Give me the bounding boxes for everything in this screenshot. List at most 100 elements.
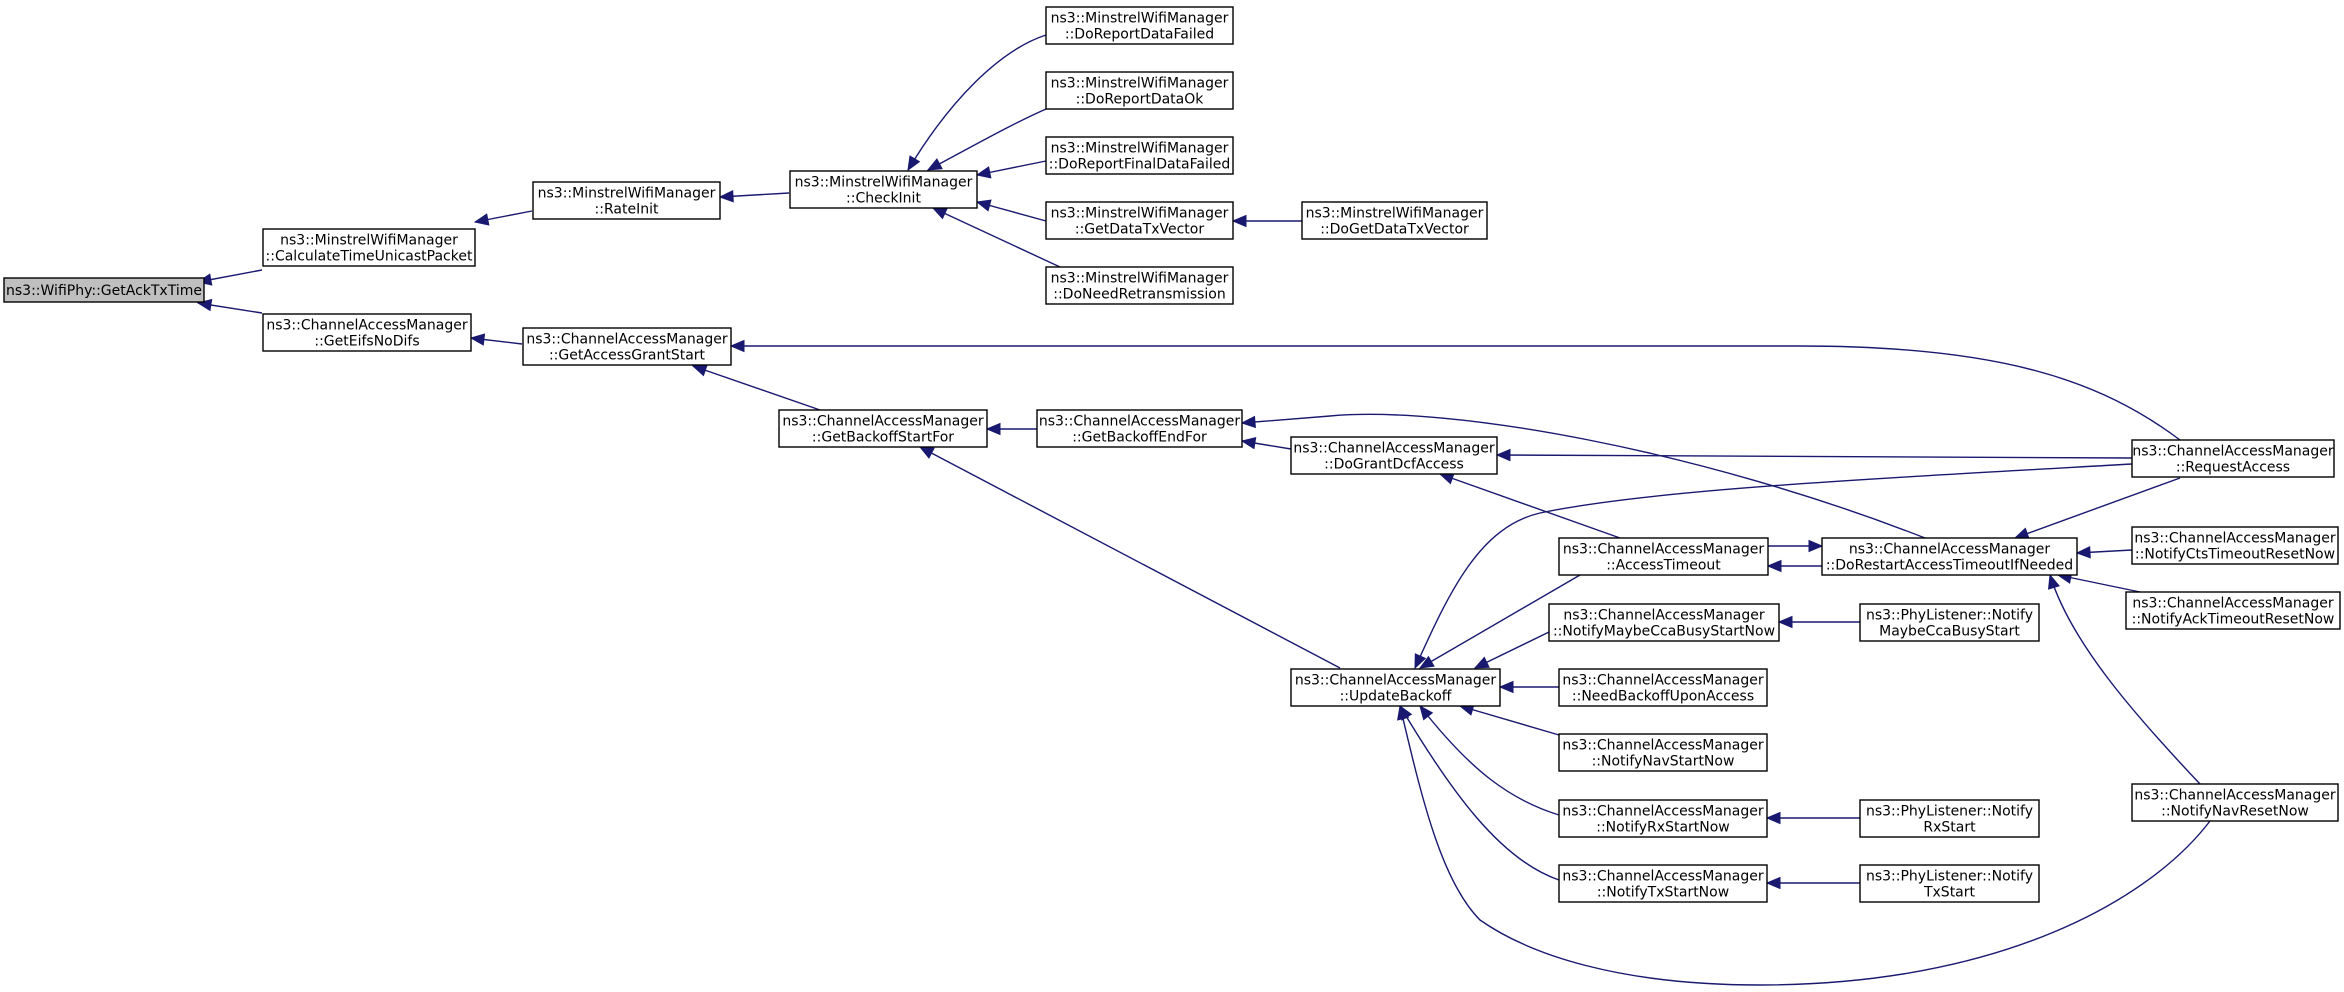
node-nctr[interactable]: ns3::ChannelAccessManager::NotifyCtsTime…	[2131, 526, 2339, 565]
arrowhead-icon	[718, 189, 734, 203]
node-label-line: ::DoNeedRetransmission	[1053, 287, 1226, 303]
node-label-line: ::GetDataTxVector	[1075, 222, 1205, 238]
edge-dgda-to-gbef	[1240, 437, 1292, 450]
node-box	[2131, 783, 2339, 822]
node-rate[interactable]: ns3::MinstrelWifiManager::RateInit	[532, 181, 721, 220]
node-calc[interactable]: ns3::MinstrelWifiManager::CalculateTimeU…	[262, 228, 476, 267]
edge-gbef-to-gbsf	[985, 422, 1037, 436]
node-label-line: ns3::WifiPhy::GetAckTxTime	[6, 283, 202, 299]
node-nnr[interactable]: ns3::ChannelAccessManager::NotifyNavRese…	[2131, 783, 2339, 822]
edge-line	[2049, 574, 2201, 785]
node-nns[interactable]: ns3::ChannelAccessManager::NotifyNavStar…	[1558, 733, 1768, 772]
edge-line	[1474, 631, 1550, 669]
node-ub[interactable]: ns3::ChannelAccessManager::UpdateBackoff	[1290, 668, 1501, 707]
node-rdf[interactable]: ns3::MinstrelWifiManager::DoReportDataFa…	[1045, 6, 1234, 45]
node-dgda[interactable]: ns3::ChannelAccessManager::DoGrantDcfAcc…	[1290, 436, 1498, 475]
node-label-line: ns3::ChannelAccessManager	[2134, 788, 2336, 804]
node-box	[2131, 439, 2335, 478]
node-label-line: ns3::MinstrelWifiManager	[1051, 11, 1229, 27]
node-label-line: ::GetEifsNoDifs	[314, 334, 419, 350]
arrowhead-icon	[1777, 615, 1793, 629]
node-box	[1290, 436, 1498, 475]
edge-plrx-to-nrx	[1765, 811, 1860, 825]
edge-nrx-to-ub	[1419, 704, 1560, 816]
arrowhead-icon	[1418, 655, 1435, 669]
node-box	[1859, 799, 2040, 838]
node-ra[interactable]: ns3::ChannelAccessManager::RequestAccess	[2131, 439, 2335, 478]
node-label-line: ns3::ChannelAccessManager	[1849, 542, 2051, 558]
node-label-line: ::RateInit	[595, 202, 659, 218]
node-gbef[interactable]: ns3::ChannelAccessManager::GetBackoffEnd…	[1036, 409, 1243, 448]
arrowhead-icon	[985, 422, 1001, 436]
node-label-line: ns3::MinstrelWifiManager	[1051, 271, 1229, 287]
node-box	[2131, 526, 2339, 565]
arrowhead-icon	[1240, 415, 1256, 429]
edge-ub-to-gbsf	[918, 446, 1341, 669]
node-label-line: ns3::ChannelAccessManager	[526, 332, 728, 348]
node-box	[1045, 71, 1234, 110]
node-box	[1045, 136, 1234, 175]
node-label-line: ::DoReportFinalDataFailed	[1049, 157, 1231, 173]
node-check[interactable]: ns3::MinstrelWifiManager::CheckInit	[789, 170, 978, 209]
node-root[interactable]: ns3::WifiPhy::GetAckTxTime	[3, 277, 205, 303]
node-gags[interactable]: ns3::ChannelAccessManager::GetAccessGran…	[522, 327, 732, 366]
arrowhead-icon	[1808, 539, 1824, 553]
node-label-line: ::NotifyCtsTimeoutResetNow	[2135, 547, 2335, 563]
arrowhead-icon	[469, 333, 486, 346]
node-label-line: ns3::ChannelAccessManager	[1039, 414, 1241, 430]
node-nrx[interactable]: ns3::ChannelAccessManager::NotifyRxStart…	[1558, 799, 1768, 838]
node-box	[1290, 668, 1501, 707]
node-dnr[interactable]: ns3::MinstrelWifiManager::DoNeedRetransm…	[1045, 266, 1234, 305]
arrowhead-icon	[1397, 704, 1410, 721]
node-box	[1558, 537, 1769, 576]
node-box	[1558, 733, 1768, 772]
edge-rfdf-to-check	[975, 160, 1047, 179]
node-rdo[interactable]: ns3::MinstrelWifiManager::DoReportDataOk	[1045, 71, 1234, 110]
node-ntx[interactable]: ns3::ChannelAccessManager::NotifyTxStart…	[1558, 864, 1768, 903]
node-rfdf[interactable]: ns3::MinstrelWifiManager::DoReportFinalD…	[1045, 136, 1234, 175]
node-plmcb[interactable]: ns3::PhyListener::NotifyMaybeCcaBusyStar…	[1859, 603, 2040, 642]
edge-line	[1399, 705, 1560, 881]
node-gdtv[interactable]: ns3::MinstrelWifiManager::GetDataTxVecto…	[1045, 201, 1234, 240]
node-eifs[interactable]: ns3::ChannelAccessManager::GetEifsNoDifs	[262, 313, 472, 352]
node-drat[interactable]: ns3::ChannelAccessManager::DoRestartAcce…	[1821, 537, 2078, 576]
edges-layer	[196, 34, 2211, 986]
arrowhead-icon	[1498, 680, 1514, 694]
edge-drat-to-gbef	[1240, 413, 1926, 539]
edge-ntx-to-ub	[1399, 704, 1560, 881]
node-label-line: ns3::ChannelAccessManager	[782, 414, 984, 430]
edge-rdo-to-check	[926, 108, 1047, 171]
node-box	[1548, 603, 1780, 642]
node-nmcb[interactable]: ns3::ChannelAccessManager::NotifyMaybeCc…	[1548, 603, 1780, 642]
node-at[interactable]: ns3::ChannelAccessManager::AccessTimeout	[1558, 537, 1769, 576]
edge-rdf-to-check	[907, 34, 1047, 172]
edge-line	[1414, 463, 2133, 669]
arrowhead-icon	[975, 166, 992, 179]
node-pltx[interactable]: ns3::PhyListener::NotifyTxStart	[1859, 864, 2040, 903]
edge-line	[2014, 477, 2181, 539]
node-natr[interactable]: ns3::ChannelAccessManager::NotifyAckTime…	[2125, 591, 2341, 630]
node-label-line: ns3::ChannelAccessManager	[2132, 444, 2334, 460]
node-nbua[interactable]: ns3::ChannelAccessManager::NeedBackoffUp…	[1558, 668, 1768, 707]
node-label-line: ns3::MinstrelWifiManager	[538, 186, 716, 202]
edge-nmcb-to-ub	[1473, 631, 1550, 669]
edge-at-to-dgda	[1438, 472, 1621, 539]
edge-ra-to-gags	[729, 339, 2181, 441]
node-label-line: ::DoGetDataTxVector	[1320, 222, 1469, 238]
node-label-line: ns3::ChannelAccessManager	[266, 318, 468, 334]
node-box	[1821, 537, 2078, 576]
node-label-line: ns3::MinstrelWifiManager	[795, 175, 973, 191]
arrowhead-icon	[926, 158, 943, 171]
edge-ra-to-dgda	[1495, 448, 2133, 462]
node-box	[1859, 603, 2040, 642]
node-box	[2125, 591, 2341, 630]
node-dgdtv[interactable]: ns3::MinstrelWifiManager::DoGetDataTxVec…	[1301, 201, 1488, 240]
node-label-line: ::DoGrantDcfAccess	[1324, 457, 1464, 473]
node-plrx[interactable]: ns3::PhyListener::NotifyRxStart	[1859, 799, 2040, 838]
node-box	[1036, 409, 1243, 448]
node-label-line: ns3::ChannelAccessManager	[1293, 441, 1495, 457]
node-gbsf[interactable]: ns3::ChannelAccessManager::GetBackoffSta…	[778, 409, 988, 448]
node-label-line: ns3::MinstrelWifiManager	[1051, 141, 1229, 157]
node-box	[262, 313, 472, 352]
edge-eifs-to-root	[196, 298, 263, 314]
